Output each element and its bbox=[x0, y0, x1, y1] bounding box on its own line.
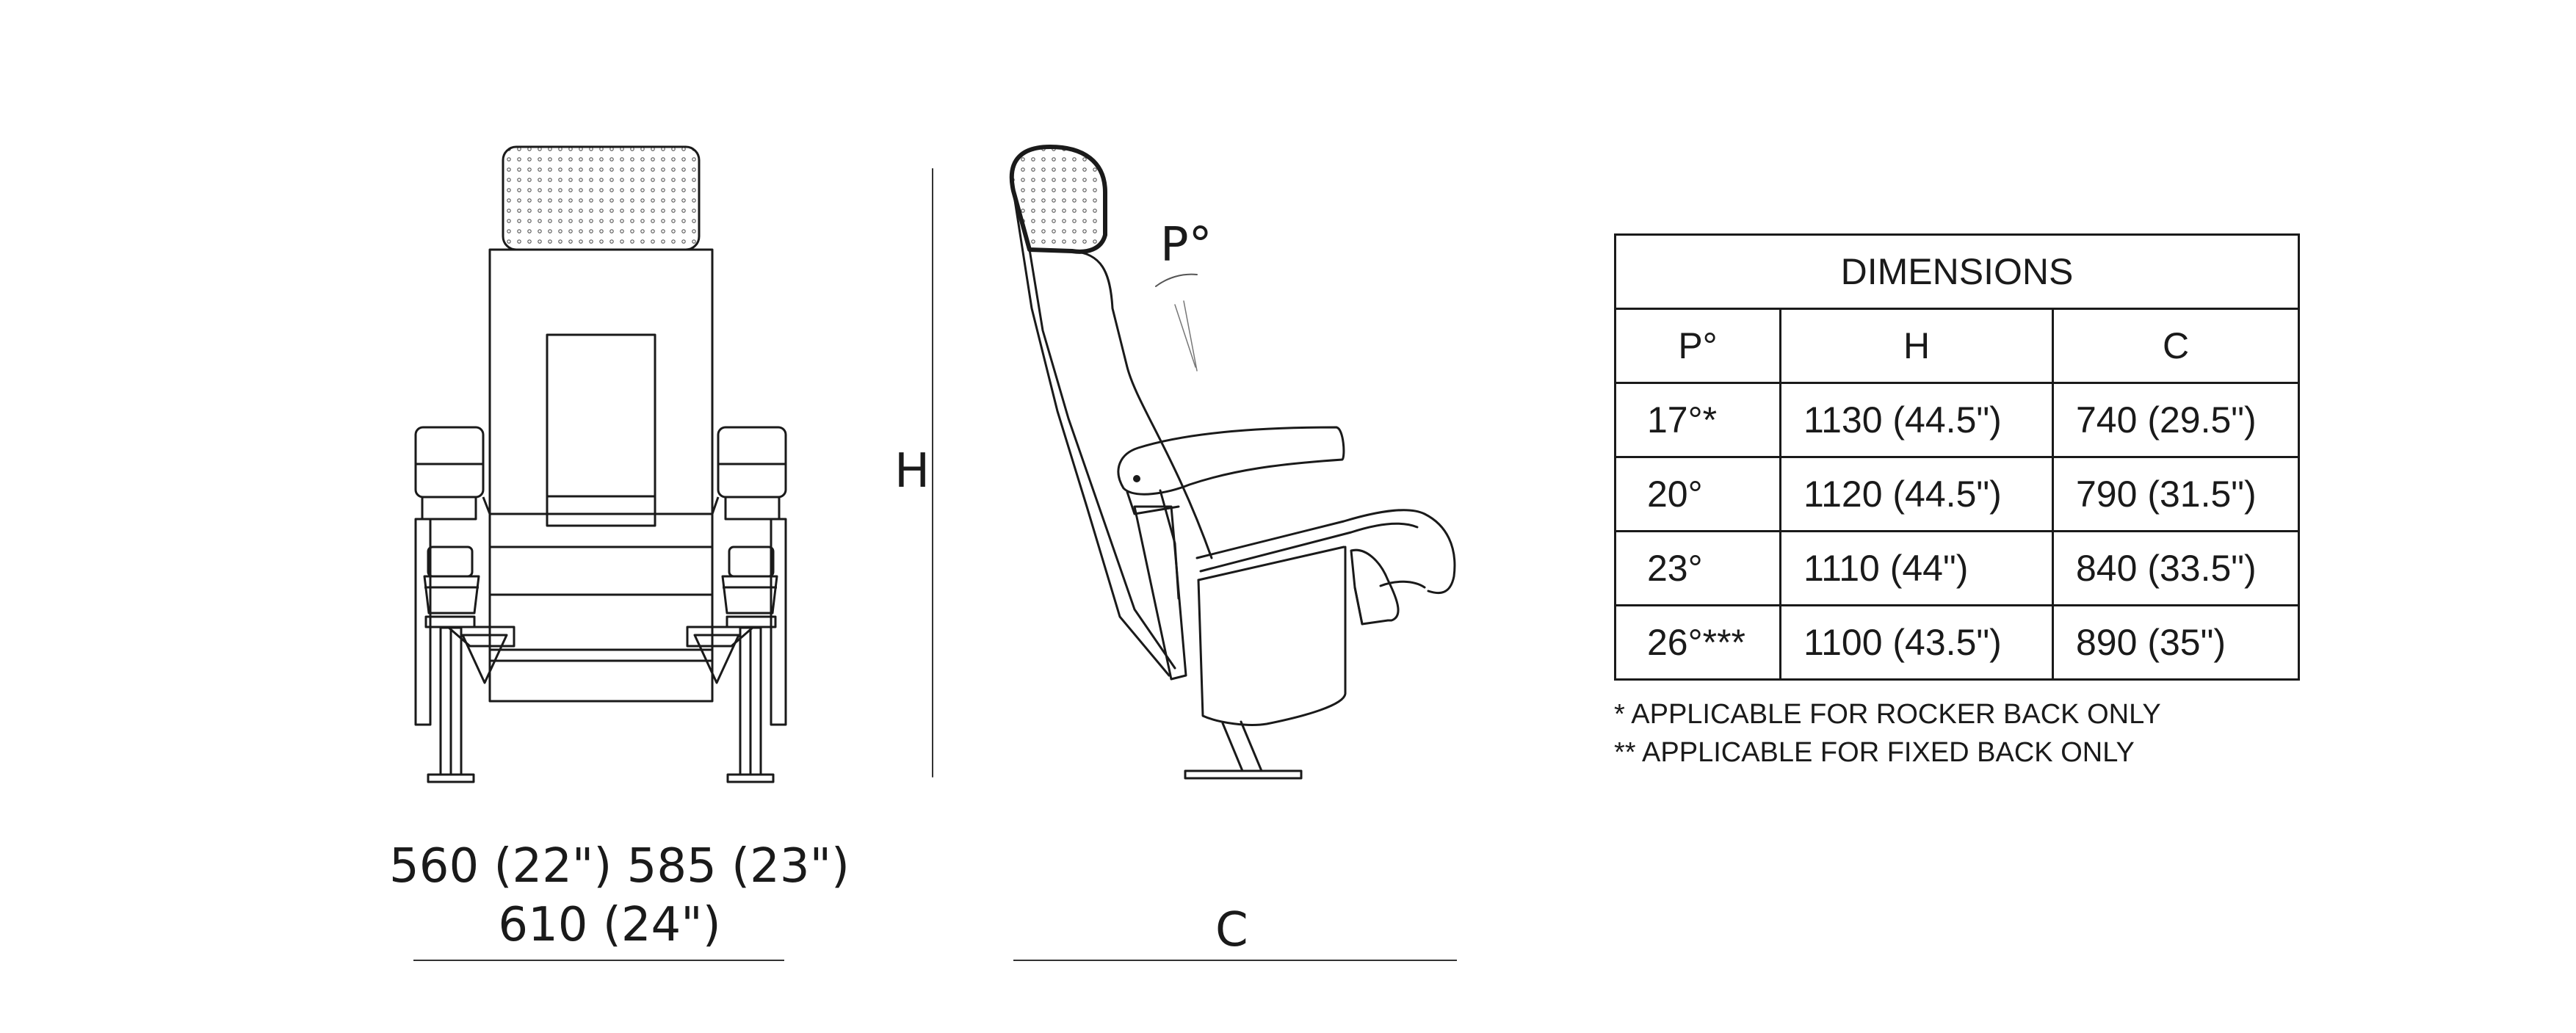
width-label-1: 560 (22") 585 (23") bbox=[389, 839, 850, 894]
cell-depth: 790 (31.5") bbox=[2052, 456, 2300, 532]
width-label-2: 610 (24") bbox=[498, 898, 721, 952]
angle-label: P° bbox=[1160, 218, 1212, 272]
column-header-angle: P° bbox=[1614, 308, 1781, 384]
left-cup-holder bbox=[423, 575, 480, 615]
side-seat bbox=[1195, 509, 1456, 594]
table-row: 23° 1110 (44") 840 (33.5") bbox=[1614, 530, 2300, 606]
note-rocker-back: * APPLICABLE FOR ROCKER BACK ONLY bbox=[1614, 699, 2161, 730]
table-title: DIMENSIONS bbox=[1614, 233, 2300, 310]
height-label: H bbox=[894, 444, 930, 499]
dimensions-table: DIMENSIONS P° H C 17°* 1130 (44.5") 740 … bbox=[1614, 233, 2300, 681]
table-title-row: DIMENSIONS bbox=[1614, 233, 2300, 310]
cell-depth: 890 (35") bbox=[2052, 604, 2300, 681]
note-fixed-back: ** APPLICABLE FOR FIXED BACK ONLY bbox=[1614, 737, 2135, 768]
side-armrest bbox=[1117, 426, 1345, 496]
column-header-height: H bbox=[1779, 308, 2054, 384]
side-backrest bbox=[1012, 189, 1171, 677]
right-armrest bbox=[717, 426, 787, 499]
cell-height: 1100 (43.5") bbox=[1779, 604, 2054, 681]
cell-angle: 23° bbox=[1614, 530, 1781, 606]
cell-angle: 20° bbox=[1614, 456, 1781, 532]
cell-depth: 840 (33.5") bbox=[2052, 530, 2300, 606]
cell-height: 1130 (44.5") bbox=[1779, 382, 2054, 458]
right-foot bbox=[726, 773, 775, 783]
seat-base bbox=[488, 648, 714, 703]
side-headrest bbox=[1009, 145, 1107, 254]
table-row: 26°*** 1100 (43.5") 890 (35") bbox=[1614, 604, 2300, 681]
table-row: 20° 1120 (44.5") 790 (31.5") bbox=[1614, 456, 2300, 532]
back-panel bbox=[546, 333, 656, 527]
side-view-seat bbox=[932, 145, 1456, 780]
cell-height: 1110 (44") bbox=[1779, 530, 2054, 606]
table-row: 17°* 1130 (44.5") 740 (29.5") bbox=[1614, 382, 2300, 458]
cell-angle: 17°* bbox=[1614, 382, 1781, 458]
table-header-row: P° H C bbox=[1614, 308, 2300, 384]
left-foot bbox=[427, 773, 475, 783]
depth-label: C bbox=[1215, 903, 1248, 957]
cell-depth: 740 (29.5") bbox=[2052, 382, 2300, 458]
column-header-depth: C bbox=[2052, 308, 2300, 384]
cell-angle: 26°*** bbox=[1614, 604, 1781, 681]
backrest bbox=[488, 248, 714, 515]
cell-height: 1120 (44.5") bbox=[1779, 456, 2054, 532]
left-armrest bbox=[414, 426, 485, 499]
side-foot bbox=[1184, 769, 1303, 780]
front-view-seat bbox=[414, 145, 787, 783]
right-cup-holder bbox=[721, 575, 778, 615]
headrest bbox=[502, 145, 701, 251]
